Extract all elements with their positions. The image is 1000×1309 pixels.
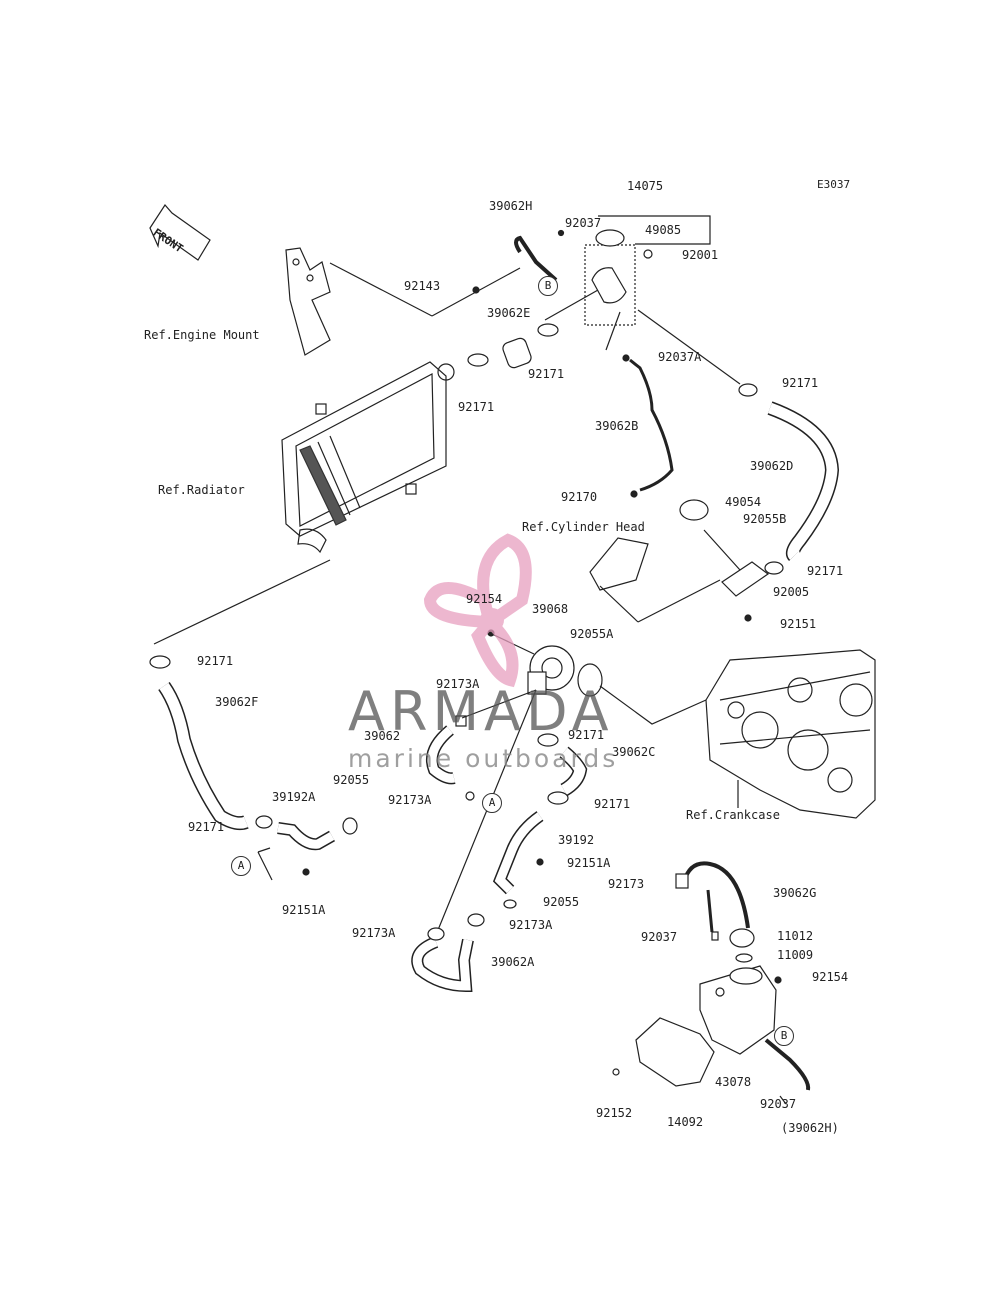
part-label: 92055 [333,773,370,787]
part-label: 92055B [743,512,787,526]
part-label: 92037 [565,216,602,230]
part-label: 39062F [215,695,259,709]
part-label: 92173A [388,793,432,807]
radiator [281,361,455,554]
part-label: 92154 [812,970,849,984]
tank-cover [635,1017,715,1087]
radiator-cap [595,229,625,247]
part-label: (39062H) [781,1121,839,1135]
part-label: 92171 [782,376,819,390]
part-label: 92171 [568,728,605,742]
thermostat-housing [721,561,770,597]
part-label: 39068 [532,602,569,616]
part-label: 11012 [777,929,814,943]
part-label: 39062B [595,419,639,433]
part-label: 39062A [491,955,535,969]
part-label: 92171 [188,820,225,834]
part-label: 92171 [594,797,631,811]
part-label: 92037 [760,1097,797,1111]
part-label: 39062H [489,199,533,213]
part-label: 11009 [777,948,814,962]
reserve-tank [699,928,782,1055]
ref-crankcase: Ref.Crankcase [686,808,780,822]
part-label: 92170 [561,490,598,504]
part-label: 39192 [558,833,595,847]
callout-b: B [774,1026,794,1046]
part-label: 39062 [364,729,401,743]
part-label: 92151A [282,903,326,917]
callout-a: A [231,856,251,876]
part-label: 92171 [458,400,495,414]
ref-radiator: Ref.Radiator [158,483,245,497]
ref-engine-mount: Ref.Engine Mount [144,328,260,342]
part-label: 14075 [627,179,664,193]
part-label: 92173A [436,677,480,691]
part-label: 92055 [543,895,580,909]
engine-mount-bracket [285,247,331,356]
part-label: 43078 [715,1075,752,1089]
part-label: 92171 [197,654,234,668]
watermark-subtitle: marine outboards [348,744,619,773]
thermostat [679,499,709,521]
part-label: 39062D [750,459,794,473]
part-label: 92037A [658,350,702,364]
part-label: 92037 [641,930,678,944]
part-label: 92005 [773,585,810,599]
part-label: 49085 [645,223,682,237]
callout-b: B [538,276,558,296]
hose-39062G [682,861,750,929]
front-arrow-icon [149,204,211,261]
part-label: 92154 [466,592,503,606]
part-label: 92055A [570,627,614,641]
hose-39062H [514,235,558,282]
part-label: 92173 [608,877,645,891]
part-label: 39062G [773,886,817,900]
part-label: 92151A [567,856,611,870]
part-label: 39062E [487,306,531,320]
ref-cylinder-head: Ref.Cylinder Head [522,520,645,534]
filler-neck [591,267,627,304]
crankcase [705,649,876,819]
part-label: 92171 [528,367,565,381]
part-label: 39192A [272,790,316,804]
part-label: 92173A [352,926,396,940]
part-label: 92151 [780,617,817,631]
part-label: 49054 [725,495,762,509]
part-label: 92001 [682,248,719,262]
callout-a: A [482,793,502,813]
part-label: 92171 [807,564,844,578]
part-label: 92152 [596,1106,633,1120]
part-label: 92143 [404,279,441,293]
part-label: 39062C [612,745,656,759]
part-label: 92173A [509,918,553,932]
armada-logo-icon [423,533,532,688]
part-label: 14092 [667,1115,704,1129]
hose-39062B [629,358,674,492]
watermark-title: ARMADA [348,680,614,743]
diagram-code: E3037 [817,178,851,191]
